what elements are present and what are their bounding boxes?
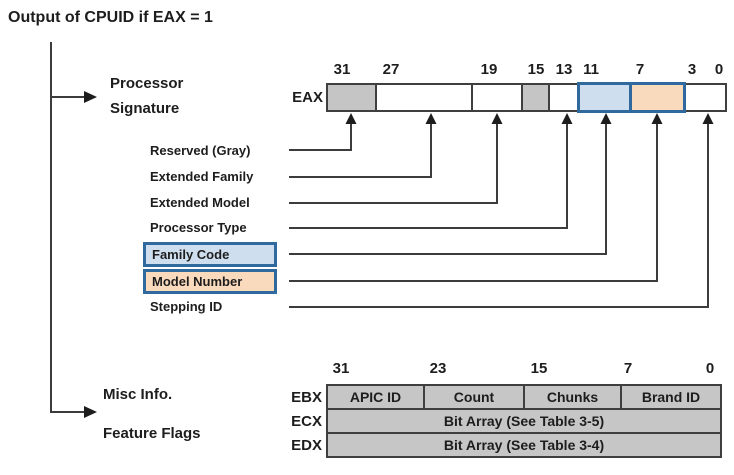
eax-bit-label: 13 [555,61,573,78]
ebx-register-label: EBX [291,389,322,406]
eax-bit-label: 3 [687,61,697,78]
eax-segment-model-number [632,85,683,110]
callout-extended-model: Extended Model [150,195,250,210]
callout-processor-type: Processor Type [150,220,247,235]
ecx-register-label: ECX [291,413,322,430]
callout-connector-model-number [289,123,658,282]
eax-bit-label: 15 [527,61,545,78]
ecx-row: Bit Array (See Table 3-5) [326,408,722,434]
eax-bit-label: 31 [333,61,351,78]
edx-cell-bit-array: Bit Array (See Table 3-4) [443,437,605,453]
ebx-cell-apic-id: APIC ID [328,386,425,408]
ebx-cell-brand-id: Brand ID [641,389,701,405]
callout-stepping-id: Stepping ID [150,299,223,314]
ebx-bit-label: 0 [705,360,715,377]
eax-bit-label: 27 [382,61,400,78]
ebx-bit-label: 7 [623,360,633,377]
callout-connector-processor-type [289,123,568,229]
eax-segment-processor-type [550,85,580,110]
eax-bit-label: 19 [480,61,498,78]
callout-connector-family-code [289,123,607,255]
callout-connector-stepping-id [289,123,709,308]
up-arrowhead-icon [425,113,437,124]
lower-registers-table: APIC ID Count Chunks Brand ID Bit Array … [326,384,722,458]
processor-signature-label: Processor Signature [110,75,184,117]
eax-register [326,82,727,113]
callout-connector-extended-model [289,123,498,204]
edx-row: Bit Array (See Table 3-4) [326,432,722,458]
right-arrowhead-icon [84,406,97,418]
eax-segment-family-code [580,85,632,110]
callout-reserved-gray: Reserved (Gray) [150,143,251,158]
callout-connector-extended-family [289,123,432,178]
eax-segment-reserved-15-14 [523,85,550,110]
ebx-row: APIC ID Count Chunks Brand ID [326,384,722,410]
eax-segment-reserved-31-28 [328,85,377,110]
ebx-cell-chunks: Chunks [525,386,622,408]
ebx-bit-label: 23 [429,360,447,377]
up-arrowhead-icon [600,113,612,124]
ebx-bit-label: 15 [530,360,548,377]
eax-register-label: EAX [292,89,323,106]
edx-register-label: EDX [291,437,322,454]
callout-model-number-box: Model Number [143,269,277,294]
eax-bit-label: 0 [714,61,724,78]
ebx-cell-count: Count [425,386,525,408]
up-arrowhead-icon [491,113,503,124]
up-arrowhead-icon [345,113,357,124]
feature-flags-label: Feature Flags [103,425,201,442]
diagram-title: Output of CPUID if EAX = 1 [8,9,213,26]
callout-connector-reserved [289,123,352,151]
callout-family-code-box: Family Code [143,242,277,267]
callout-model-number: Model Number [152,273,243,289]
eax-segment-stepping-id [683,85,725,110]
right-arrowhead-icon [84,91,97,103]
tree-trunk-line [50,42,84,413]
callout-family-code: Family Code [152,246,230,262]
eax-segment-extended-model [473,85,523,110]
eax-bit-label: 7 [635,61,645,78]
up-arrowhead-icon [561,113,573,124]
up-arrowhead-icon [651,113,663,124]
misc-info-label: Misc Info. [103,386,173,403]
eax-bit-label: 11 [583,61,599,78]
ecx-cell-bit-array: Bit Array (See Table 3-5) [443,413,605,429]
eax-segment-extended-family [377,85,473,110]
ebx-bit-label: 31 [332,360,350,377]
callout-extended-family: Extended Family [150,169,254,184]
up-arrowhead-icon [702,113,714,124]
